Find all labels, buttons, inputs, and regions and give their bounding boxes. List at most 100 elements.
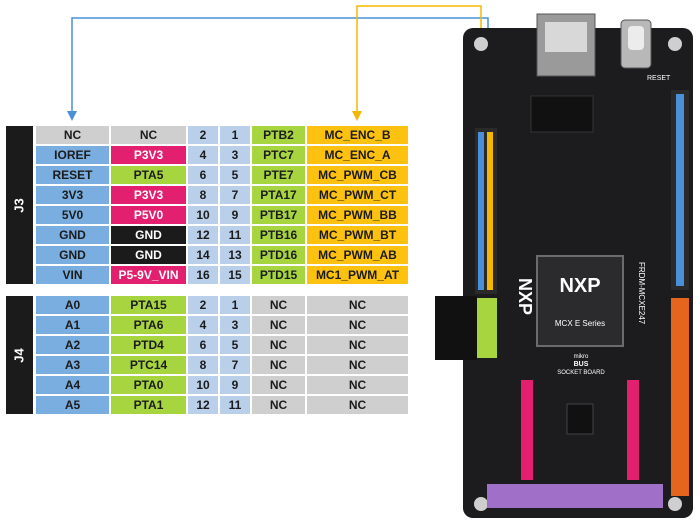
function-label: MC_PWM_CT [307, 186, 408, 204]
function-label: MC_PWM_BT [307, 226, 408, 244]
shield-pin-label: IOREF [36, 146, 109, 164]
pin-number-odd: 1 [220, 126, 250, 144]
pin-number-odd: 5 [220, 336, 250, 354]
pin-number-odd: 9 [220, 206, 250, 224]
pin-number-odd: 11 [220, 396, 250, 414]
j3-header-label: J3 [6, 126, 33, 284]
board-port: PTB16 [252, 226, 305, 244]
shield-pin-label: RESET [36, 166, 109, 184]
pin-number-even: 8 [188, 356, 218, 374]
ethernet-port-opening [545, 22, 587, 52]
function-label: MC_PWM_AB [307, 246, 408, 264]
pin-number-even: 16 [188, 266, 218, 284]
yellow-arrowhead-icon [352, 111, 362, 121]
shield-pin-label: A3 [36, 356, 109, 374]
header-j3-blue-strip [478, 132, 484, 290]
board-port: PTD16 [252, 246, 305, 264]
mikrobus-socket-right [627, 380, 639, 480]
transformer-chip [530, 95, 594, 133]
shield-pin-label: A4 [36, 376, 109, 394]
board-signal: PTD4 [111, 336, 186, 354]
function-label: MC_ENC_B [307, 126, 408, 144]
pin-number-even: 2 [188, 126, 218, 144]
right-header-upper-blue [676, 94, 684, 286]
j4-header-label: J4 [6, 296, 33, 414]
mounting-hole [668, 497, 682, 511]
pin-number-even: 12 [188, 226, 218, 244]
chip-series-label: MCX E Series [555, 319, 605, 328]
mikrobus-label-3: SOCKET BOARD [557, 370, 605, 376]
shield-pin-label: NC [36, 126, 109, 144]
mikrobus-socket-left [521, 380, 533, 480]
pin-number-even: 14 [188, 246, 218, 264]
shield-pin-label: A0 [36, 296, 109, 314]
pin-number-odd: 11 [220, 226, 250, 244]
board-signal: PTA1 [111, 396, 186, 414]
pin-number-even: 10 [188, 376, 218, 394]
function-label: NC [307, 356, 408, 374]
reset-label: RESET [647, 75, 671, 82]
board-port: PTA17 [252, 186, 305, 204]
blue-connector-line [71, 17, 489, 130]
pin-number-odd: 13 [220, 246, 250, 264]
board-port: NC [252, 356, 305, 374]
pin-number-even: 6 [188, 166, 218, 184]
board-signal: P3V3 [111, 146, 186, 164]
mikrobus-label-1: mikro [574, 354, 589, 360]
mounting-hole [668, 37, 682, 51]
board-port: NC [252, 296, 305, 314]
pin-number-even: 8 [188, 186, 218, 204]
pin-number-even: 10 [188, 206, 218, 224]
function-label: MC_ENC_A [307, 146, 408, 164]
board-signal: NC [111, 126, 186, 144]
small-ic [566, 403, 594, 435]
nxp-board-logo: NXP [515, 278, 535, 315]
shield-pin-label: A2 [36, 336, 109, 354]
pin-number-odd: 3 [220, 316, 250, 334]
pin-number-odd: 7 [220, 356, 250, 374]
mikrobus-label-2: BUS [574, 361, 589, 368]
shield-pin-label: GND [36, 246, 109, 264]
board-port: NC [252, 316, 305, 334]
board-signal: PTC14 [111, 356, 186, 374]
pin-number-even: 2 [188, 296, 218, 314]
mounting-hole [474, 497, 488, 511]
function-label: NC [307, 296, 408, 314]
board-signal: PTA5 [111, 166, 186, 184]
board-signal: P5-9V_VIN [111, 266, 186, 284]
pin-number-even: 6 [188, 336, 218, 354]
board-port: PTB2 [252, 126, 305, 144]
board-signal: PTA15 [111, 296, 186, 314]
function-label: MC1_PWM_AT [307, 266, 408, 284]
board-port: PTC7 [252, 146, 305, 164]
mcu-chip [536, 255, 624, 347]
board-port: NC [252, 376, 305, 394]
pin-number-odd: 3 [220, 146, 250, 164]
function-label: NC [307, 376, 408, 394]
right-header-lower [671, 298, 689, 496]
board-signal: GND [111, 226, 186, 244]
function-label: NC [307, 396, 408, 414]
board-port: PTE7 [252, 166, 305, 184]
function-label: NC [307, 336, 408, 354]
shield-pin-label: 5V0 [36, 206, 109, 224]
mounting-hole [474, 37, 488, 51]
board-signal: P5V0 [111, 206, 186, 224]
pin-number-even: 4 [188, 316, 218, 334]
pin-number-odd: 15 [220, 266, 250, 284]
header-j4-pins [475, 298, 497, 358]
